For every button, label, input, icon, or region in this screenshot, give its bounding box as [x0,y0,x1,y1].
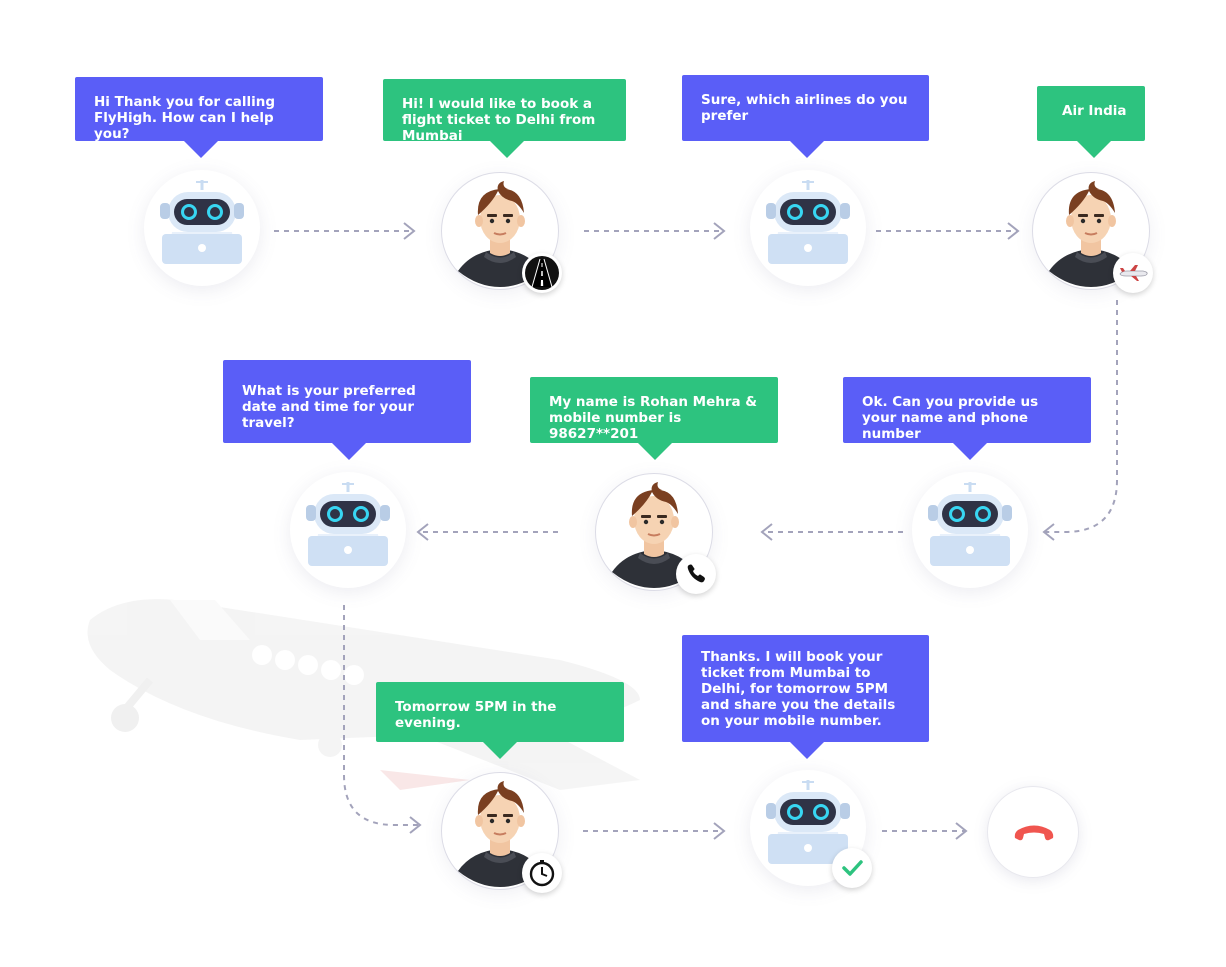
message-text: Air India [1062,103,1127,119]
robot-icon [290,472,406,588]
bot-node-2 [750,170,866,286]
airplane-icon [1119,265,1148,281]
bot-node-3 [912,472,1028,588]
message-text: Tomorrow 5PM in the evening. [395,699,557,731]
road-icon [525,256,559,290]
checkmark-icon [842,860,863,876]
bot-node-4 [290,472,406,588]
bot-node-5 [750,770,872,888]
arrow-4-5 [1042,300,1118,541]
airline-badge [1113,253,1153,293]
message-text: Sure, which airlines do you prefer [701,92,908,124]
hang-up-icon [1014,825,1054,841]
arrow-7-8 [343,605,422,834]
user-message-booking-request: Hi! I would like to book a flight ticket… [383,79,626,144]
bot-message-confirmation: Thanks. I will book your ticket from Mum… [682,635,929,742]
robot-icon [912,472,1028,588]
call-end-node [987,786,1079,878]
phone-badge [676,554,716,594]
message-text: Hi Thank you for calling FlyHigh. How ca… [94,94,276,142]
bot-message-airline-question: Sure, which airlines do you prefer [682,75,929,141]
user-node-3 [595,473,716,594]
message-text: Ok. Can you provide us your name and pho… [862,394,1039,442]
bot-node-1 [144,170,260,286]
user-message-date-answer: Tomorrow 5PM in the evening. [376,682,624,742]
robot-icon [750,170,866,286]
user-message-airline-choice: Air India [1037,86,1145,141]
clock-icon [529,860,555,887]
user-message-contact-details: My name is Rohan Mehra & mobile number i… [530,377,778,443]
user-node-2 [1032,172,1153,293]
robot-icon [144,170,260,286]
route-badge [522,253,562,293]
user-node-4 [441,772,562,893]
bot-message-date-question: What is your preferred date and time for… [223,360,471,443]
message-text: What is your preferred date and time for… [242,383,416,431]
time-badge [522,853,562,893]
message-text: My name is Rohan Mehra & mobile number i… [549,394,758,442]
done-badge [832,848,872,888]
bot-message-greeting: Hi Thank you for calling FlyHigh. How ca… [75,77,323,142]
bot-message-contact-request: Ok. Can you provide us your name and pho… [843,377,1091,443]
message-text: Thanks. I will book your ticket from Mum… [701,649,896,729]
message-text: Hi! I would like to book a flight ticket… [402,96,596,144]
phone-icon [687,564,705,583]
user-node-1 [441,172,562,293]
